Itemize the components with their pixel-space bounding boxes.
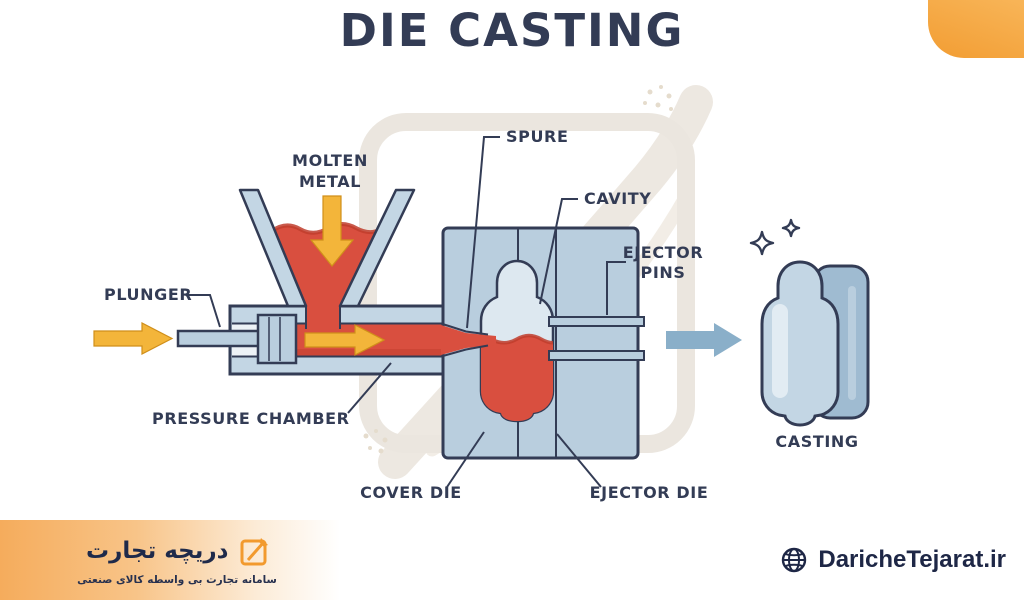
leader-spure — [466, 136, 500, 329]
label-ejector-pins-1: EJECTOR — [623, 243, 704, 262]
label-molten-metal-1: MOLTEN — [292, 151, 368, 170]
globe-icon — [780, 546, 808, 574]
funnel-wall-left — [238, 188, 308, 308]
page-title: DIE CASTING — [339, 4, 685, 57]
ejector-pin-bottom — [548, 350, 645, 361]
leader-pressure-chamber — [347, 362, 392, 414]
brand-logo-icon — [238, 534, 272, 568]
plunger — [176, 313, 298, 365]
leader-cover-die — [446, 431, 485, 488]
molten-metal-in-cavity — [481, 335, 553, 421]
plunger-piston — [256, 313, 298, 365]
funnel-wall-right — [338, 188, 416, 308]
ejection-arrow-icon — [666, 323, 742, 357]
funnel — [238, 188, 416, 330]
ejector-pin-top — [548, 316, 645, 327]
label-plunger: PLUNGER — [104, 285, 192, 304]
label-ejector-die: EJECTOR DIE — [590, 483, 709, 502]
website: DaricheTejarat.ir — [780, 546, 1006, 574]
watermark-dots-top — [643, 85, 673, 111]
footer-gradient-band — [0, 520, 340, 600]
website-url: DaricheTejarat.ir — [818, 546, 1006, 573]
watermark-dots-bottom — [363, 429, 388, 454]
footer: دریچه تجارت سامانه تجارت بی واسطه کالای … — [0, 520, 1024, 600]
label-ejector-pins-2: PINS — [641, 263, 686, 282]
ejector-pins — [548, 316, 645, 361]
leader-ejector-die — [556, 433, 602, 488]
plunger-rod — [176, 329, 264, 348]
label-molten-metal-2: METAL — [299, 172, 361, 191]
casting-part — [749, 218, 870, 427]
sprue-channel — [440, 322, 496, 358]
sparkles-icon — [749, 218, 801, 256]
corner-orange-decoration — [928, 0, 1024, 58]
die-casting-diagram: PLUNGER MOLTEN METAL SPURE CAVITY EJECTO… — [93, 85, 870, 502]
molten-metal-arrow-icon — [309, 195, 355, 267]
plunger-arrow-icon — [93, 322, 174, 355]
label-pressure-chamber: PRESSURE CHAMBER — [152, 409, 350, 428]
molten-metal-pool — [272, 224, 379, 330]
leader-ejector-pins — [606, 261, 626, 315]
label-casting: CASTING — [775, 432, 858, 451]
cavity — [479, 259, 555, 423]
label-cover-die: COVER DIE — [360, 483, 462, 502]
brand: دریچه تجارت — [86, 534, 272, 568]
pressure-arrow-icon — [304, 324, 386, 356]
label-spure: SPURE — [506, 127, 569, 146]
leader-plunger — [186, 294, 221, 328]
label-cavity: CAVITY — [584, 189, 651, 208]
brand-tagline: سامانه تجارت بی واسطه کالای صنعتی — [77, 574, 277, 586]
brand-name: دریچه تجارت — [86, 538, 229, 564]
casting-highlight — [772, 304, 788, 398]
leader-cavity — [539, 198, 578, 305]
